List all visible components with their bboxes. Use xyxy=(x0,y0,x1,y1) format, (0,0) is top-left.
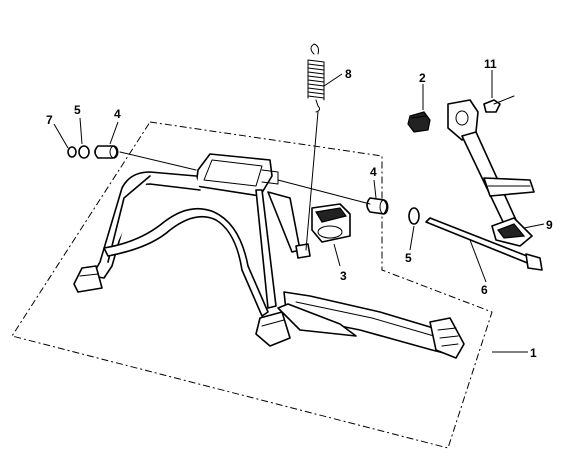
callout-9: 9 xyxy=(546,218,553,232)
callout-7: 7 xyxy=(46,113,53,127)
callout-5-right: 5 xyxy=(405,251,412,265)
center-stand-frame xyxy=(73,153,465,359)
stopper-rubber xyxy=(311,203,351,243)
stand-bolt-11 xyxy=(483,95,515,113)
callout-2: 2 xyxy=(419,71,426,85)
callout-11: 11 xyxy=(484,57,497,71)
washer-5b xyxy=(408,207,420,225)
return-spring xyxy=(305,43,325,251)
stopper-rubber-2 xyxy=(407,111,431,133)
side-stand xyxy=(447,99,535,247)
callout-8: 8 xyxy=(345,67,352,81)
callout-1: 1 xyxy=(530,346,537,360)
washer-5a xyxy=(78,145,90,159)
callout-4-left: 4 xyxy=(114,107,121,121)
clip-7 xyxy=(67,146,77,158)
left-pivot-hardware xyxy=(67,145,197,171)
right-pivot-hardware xyxy=(277,179,543,271)
callout-6: 6 xyxy=(481,283,488,297)
callout-4-right: 4 xyxy=(370,165,377,179)
assembly-boundary xyxy=(11,121,493,449)
callout-5-left: 5 xyxy=(74,103,81,117)
bushing-4a xyxy=(94,145,118,159)
callout-3: 3 xyxy=(340,269,347,283)
